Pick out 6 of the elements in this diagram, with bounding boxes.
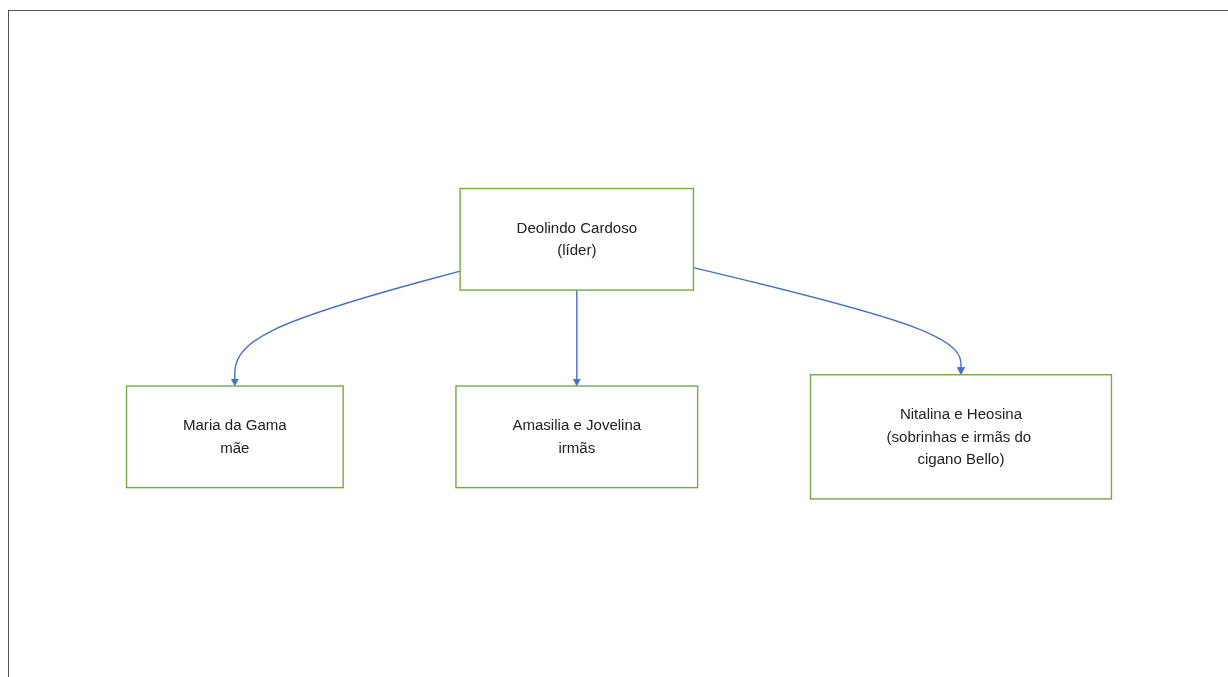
arrow [572,289,581,387]
node-box: Deolindo Cardoso (líder) [458,188,694,292]
node-box: Maria da Gama mãe [125,385,344,489]
node-box: Nitalina e Heosina (sobrinhas e irmãs do cigano Bello) [809,374,1112,500]
node-box: Amasilia e Jovelina irmãs [454,385,698,489]
arrow [692,267,965,376]
